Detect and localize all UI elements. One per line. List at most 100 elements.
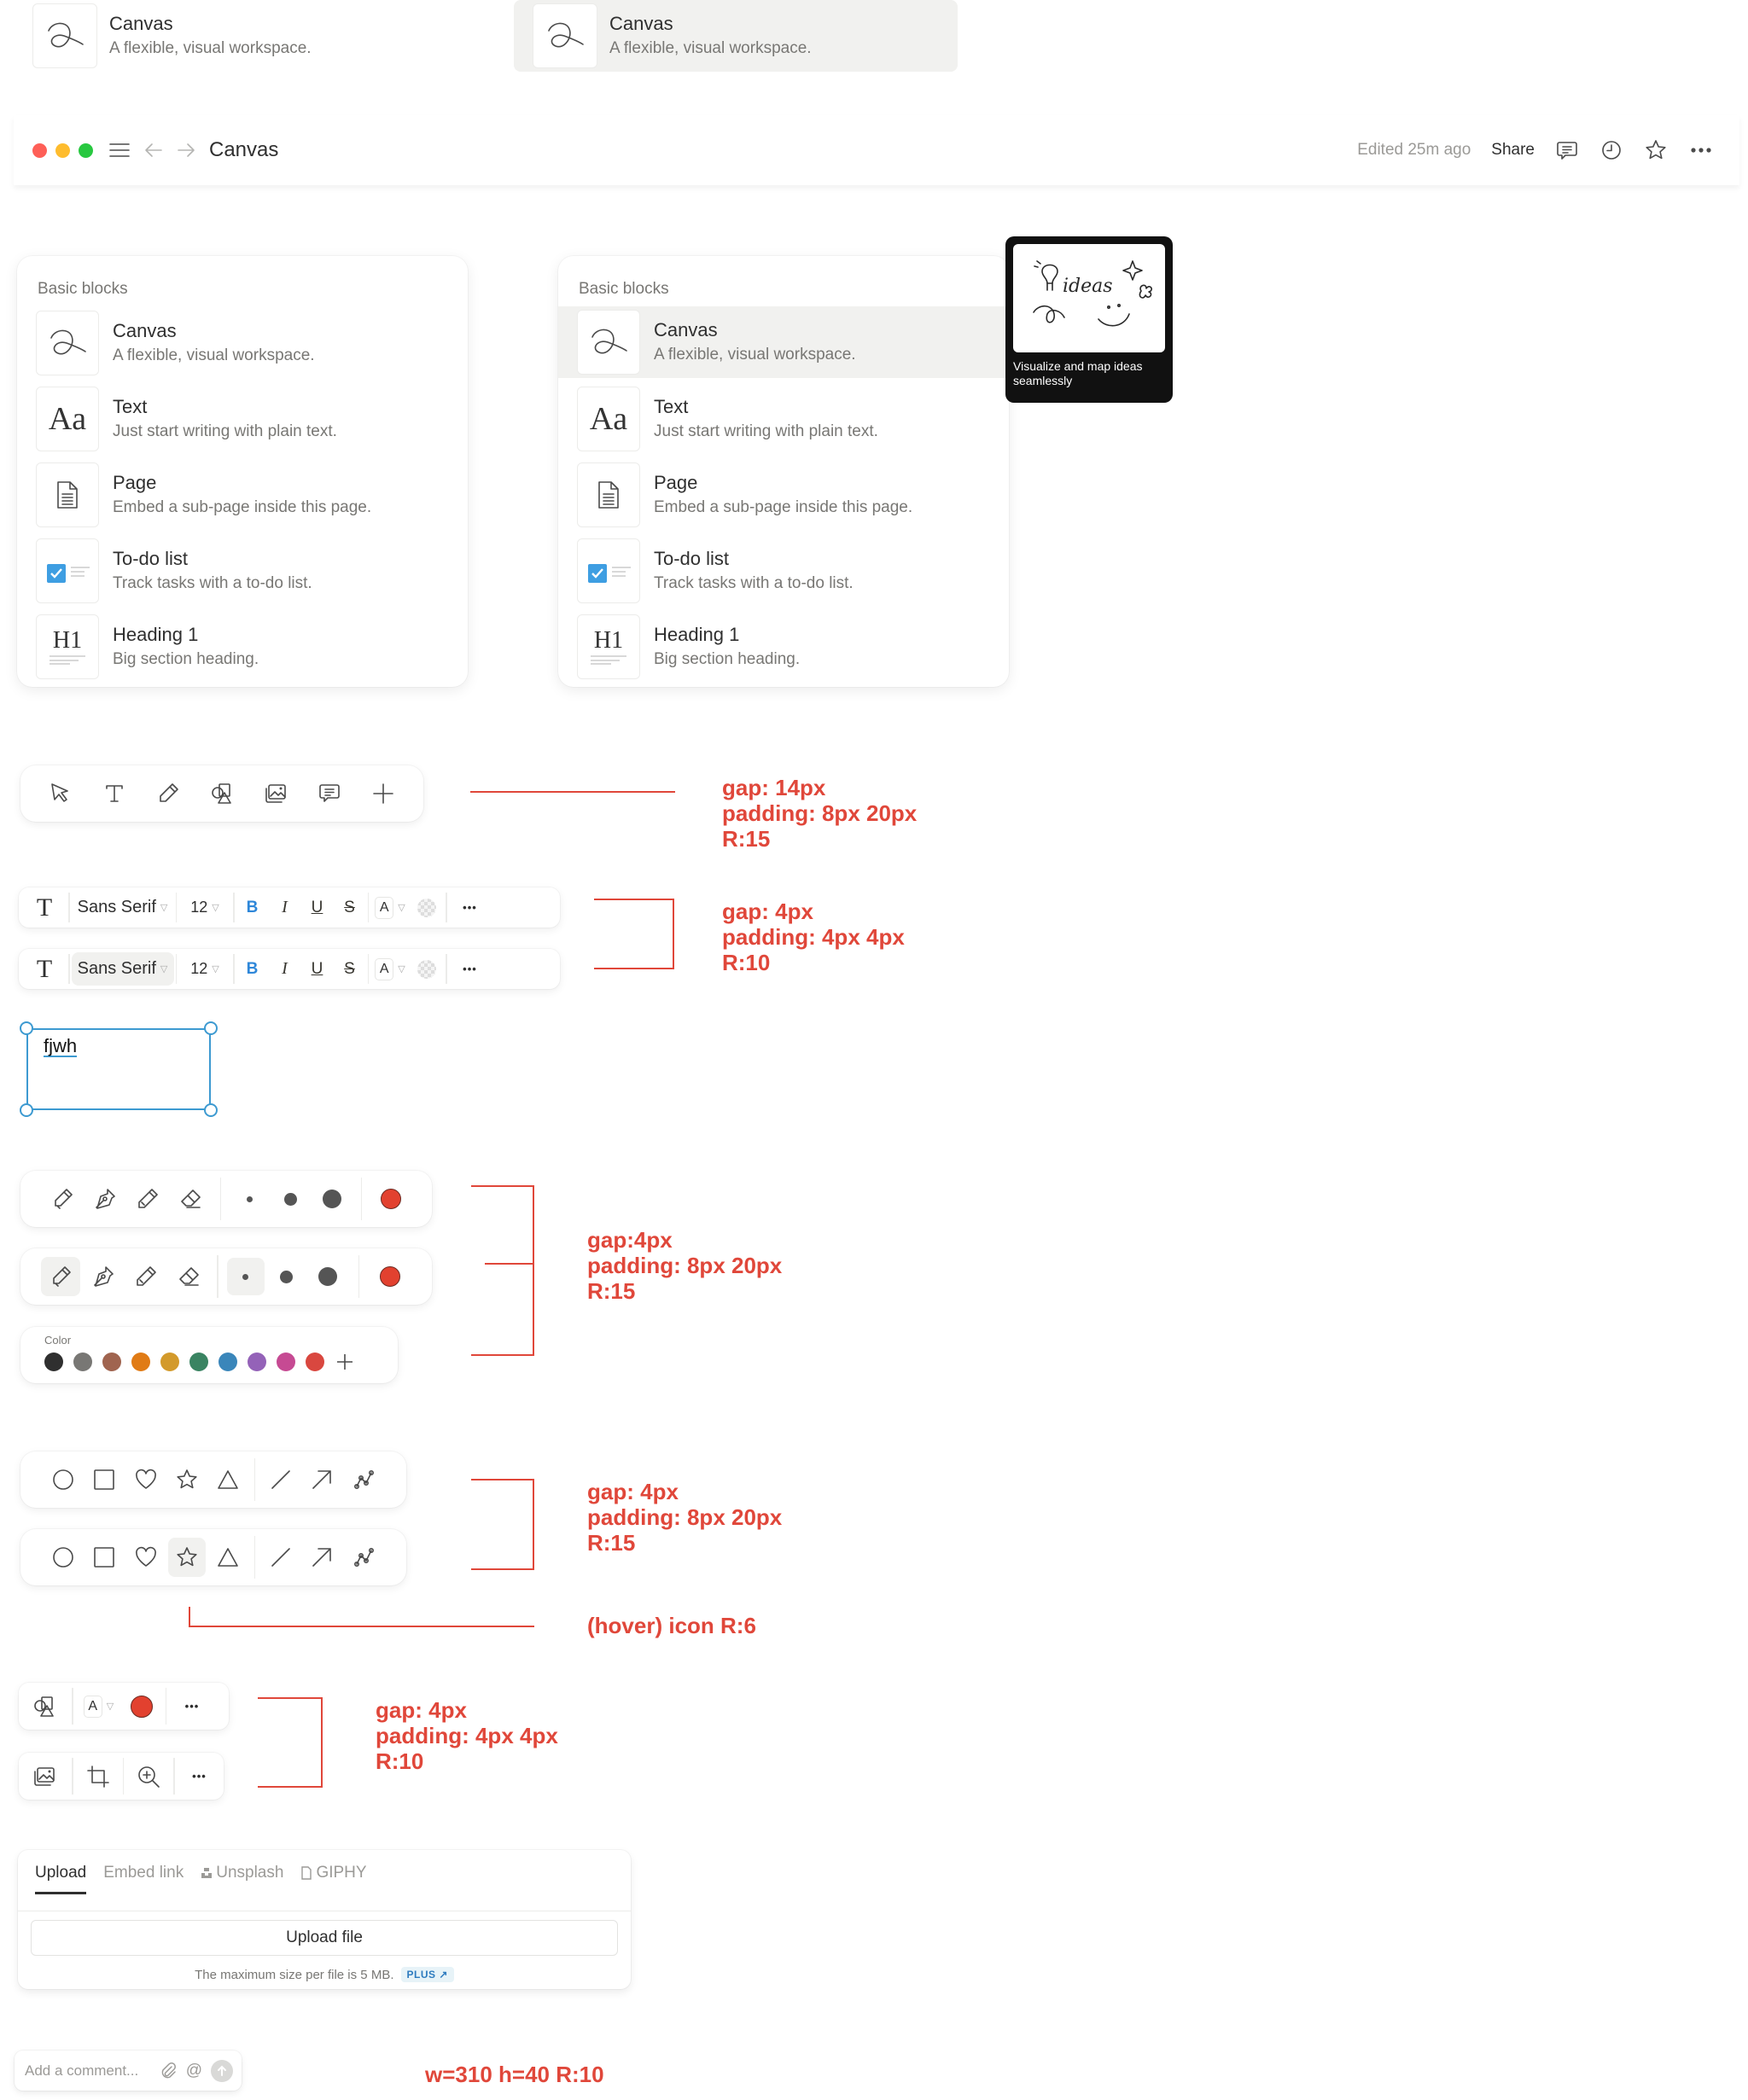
star-shape-button[interactable] <box>167 1538 207 1577</box>
stroke-size-medium[interactable] <box>268 1258 306 1295</box>
resize-handle-bottom-left[interactable] <box>20 1103 33 1117</box>
text-style-button[interactable]: T <box>22 891 67 924</box>
stroke-color-button[interactable] <box>372 1180 410 1218</box>
shapes-icon[interactable] <box>209 781 235 806</box>
color-swatch-10[interactable] <box>306 1352 324 1371</box>
strikethrough-button[interactable]: S <box>344 959 355 978</box>
block-row-canvas-hover[interactable]: Canvas A flexible, visual workspace. <box>514 0 958 72</box>
arrow-tool-button[interactable] <box>303 1538 341 1577</box>
color-swatch-7[interactable] <box>218 1352 237 1371</box>
comment-icon[interactable] <box>317 781 342 806</box>
circle-shape-button[interactable] <box>44 1538 82 1577</box>
attachment-paperclip-icon[interactable] <box>159 2062 178 2080</box>
line-tool-button[interactable] <box>262 1460 300 1499</box>
color-swatch-5[interactable] <box>160 1352 179 1371</box>
add-color-button[interactable] <box>335 1352 355 1372</box>
fountain-pen-tool-button[interactable] <box>85 1179 125 1219</box>
stroke-size-small[interactable] <box>226 1258 265 1295</box>
italic-button[interactable]: I <box>282 959 288 978</box>
resize-handle-top-left[interactable] <box>20 1021 33 1035</box>
triangle-shape-button[interactable] <box>209 1460 247 1499</box>
block-row-canvas[interactable]: Canvas A flexible, visual workspace. <box>32 0 312 72</box>
font-size-select[interactable]: 12▽ <box>190 960 219 977</box>
stroke-size-small[interactable] <box>231 1180 269 1218</box>
strikethrough-button[interactable]: S <box>344 898 355 916</box>
text-color-select[interactable]: A▽ <box>79 1687 119 1725</box>
circle-shape-button[interactable] <box>44 1460 82 1499</box>
favorite-star-icon[interactable] <box>1644 138 1668 162</box>
text-tool-icon[interactable] <box>102 781 127 806</box>
eraser-tool-button[interactable] <box>171 1179 210 1219</box>
eraser-tool-button[interactable] <box>169 1257 208 1296</box>
triangle-shape-button[interactable] <box>209 1538 247 1577</box>
text-style-button[interactable]: T <box>22 952 67 986</box>
forward-arrow-icon[interactable] <box>175 141 197 160</box>
polyline-tool-button[interactable] <box>345 1538 382 1577</box>
square-shape-button[interactable] <box>85 1460 123 1499</box>
tab-unsplash[interactable]: Unsplash <box>201 1864 283 1882</box>
comments-icon[interactable] <box>1555 138 1579 162</box>
pencil-icon[interactable] <box>155 781 181 806</box>
resize-handle-top-right[interactable] <box>204 1021 218 1035</box>
image-type-button[interactable] <box>22 1757 67 1795</box>
color-swatch-9[interactable] <box>277 1352 295 1371</box>
square-shape-button[interactable] <box>85 1538 123 1577</box>
pencil-tool-button[interactable] <box>128 1179 167 1219</box>
mention-at-icon[interactable]: @ <box>185 2061 202 2080</box>
bold-button[interactable]: B <box>246 959 259 978</box>
font-family-select[interactable]: Sans Serif▽ <box>71 952 174 986</box>
tab-giphy[interactable]: GIPHY <box>300 1864 367 1882</box>
shape-type-button[interactable] <box>22 1687 67 1725</box>
text-selection-box[interactable]: fjwh <box>20 1021 218 1117</box>
menu-icon[interactable] <box>108 141 131 160</box>
marker-tool-button[interactable] <box>41 1257 80 1296</box>
crop-button[interactable] <box>79 1757 118 1795</box>
history-clock-icon[interactable] <box>1599 138 1623 162</box>
more-options-button[interactable]: ••• <box>180 1757 219 1795</box>
color-swatch-1[interactable] <box>44 1352 63 1371</box>
resize-handle-bottom-right[interactable] <box>204 1103 218 1117</box>
underline-button[interactable]: U <box>311 898 323 916</box>
text-color-select[interactable]: A▽ <box>370 891 410 924</box>
stroke-size-medium[interactable] <box>272 1180 310 1218</box>
plus-icon[interactable] <box>370 781 396 806</box>
maximize-window-button[interactable] <box>79 143 93 158</box>
line-tool-button[interactable] <box>262 1538 300 1577</box>
more-options-button[interactable]: ••• <box>172 1687 213 1725</box>
color-swatch-8[interactable] <box>248 1352 266 1371</box>
underline-button[interactable]: U <box>311 959 323 978</box>
pencil-tool-button[interactable] <box>126 1257 166 1296</box>
color-swatch-4[interactable] <box>131 1352 150 1371</box>
tab-upload[interactable]: Upload <box>35 1864 87 1894</box>
stroke-size-large[interactable] <box>313 1180 351 1218</box>
comment-input[interactable] <box>25 2062 154 2080</box>
more-options-icon[interactable] <box>1688 138 1714 162</box>
close-window-button[interactable] <box>32 143 47 158</box>
back-arrow-icon[interactable] <box>143 141 165 160</box>
color-swatch-2[interactable] <box>73 1352 92 1371</box>
select-cursor-icon[interactable] <box>48 781 73 806</box>
arrow-tool-button[interactable] <box>303 1460 341 1499</box>
font-family-select[interactable]: Sans Serif▽ <box>77 898 168 916</box>
tab-embed-link[interactable]: Embed link <box>103 1864 184 1882</box>
selected-text[interactable]: fjwh <box>44 1035 78 1057</box>
bold-button[interactable]: B <box>246 898 259 916</box>
share-button[interactable]: Share <box>1491 141 1535 159</box>
image-icon[interactable] <box>263 781 288 806</box>
heart-shape-button[interactable] <box>127 1538 165 1577</box>
color-swatch-3[interactable] <box>102 1352 121 1371</box>
fountain-pen-tool-button[interactable] <box>84 1257 123 1296</box>
plus-upgrade-badge[interactable]: PLUS ↗ <box>400 1967 454 1982</box>
font-size-select[interactable]: 12▽ <box>190 899 219 916</box>
star-shape-button[interactable] <box>168 1460 206 1499</box>
stroke-size-large[interactable] <box>309 1258 347 1295</box>
fill-color-button[interactable] <box>123 1687 160 1725</box>
background-color-button[interactable] <box>410 952 444 986</box>
